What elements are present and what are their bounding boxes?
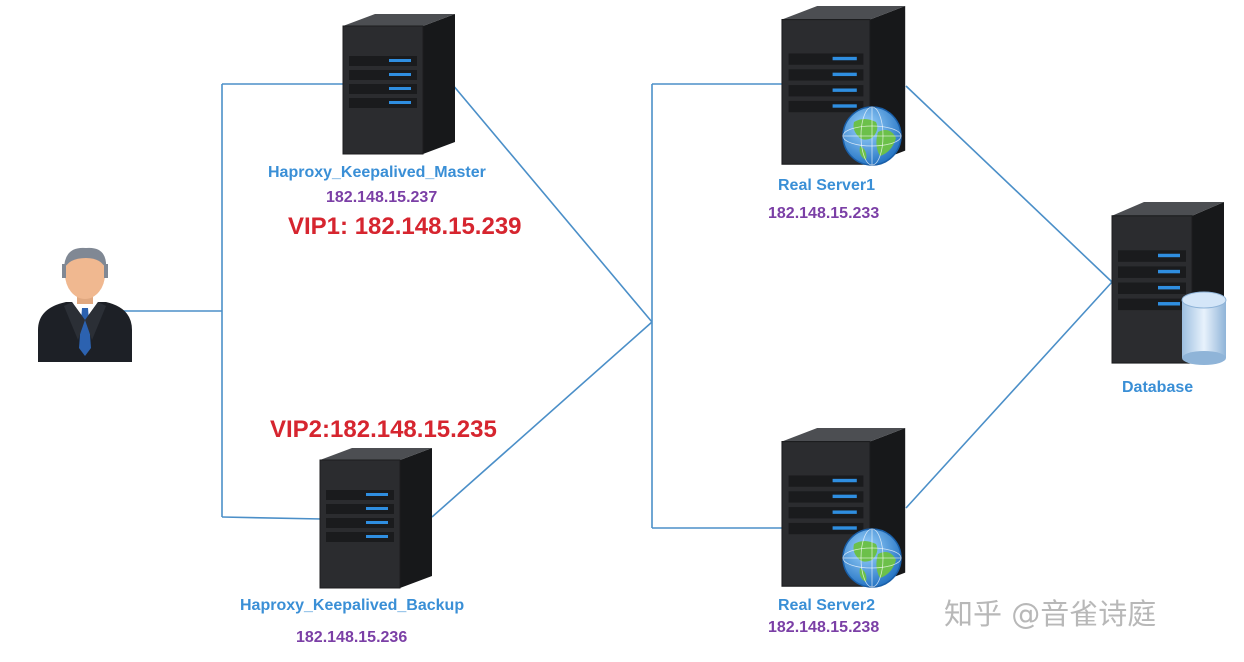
user-icon	[38, 247, 132, 362]
rs1-name-label: Real Server1	[778, 177, 875, 194]
vip1-label: VIP1: 182.148.15.239	[288, 213, 522, 240]
master-server-icon	[342, 13, 456, 155]
link-backup-hub	[431, 321, 653, 518]
link-rs2-db	[905, 281, 1113, 509]
watermark: 知乎 @音雀诗庭	[944, 597, 1156, 631]
link-master-hub	[451, 83, 653, 323]
vip2-label: VIP2:182.148.15.235	[270, 416, 497, 443]
master-ip-label: 182.148.15.237	[326, 189, 437, 206]
link-bus-backup	[221, 516, 323, 520]
rs2-ip-label: 182.148.15.238	[768, 619, 879, 636]
rs2-globe-icon	[842, 528, 902, 588]
connections	[120, 83, 1113, 529]
rs2-name-label: Real Server2	[778, 597, 875, 614]
link-rs1-db	[905, 85, 1113, 283]
database-cylinder-icon	[1181, 291, 1227, 365]
database-label: Database	[1122, 379, 1193, 396]
backup-name-label: Haproxy_Keepalived_Backup	[240, 597, 464, 614]
rs1-ip-label: 182.148.15.233	[768, 205, 879, 222]
rs1-globe-icon	[842, 106, 902, 166]
backup-ip-label: 182.148.15.236	[296, 629, 407, 646]
backup-server-icon	[319, 447, 433, 589]
master-name-label: Haproxy_Keepalived_Master	[268, 164, 486, 181]
